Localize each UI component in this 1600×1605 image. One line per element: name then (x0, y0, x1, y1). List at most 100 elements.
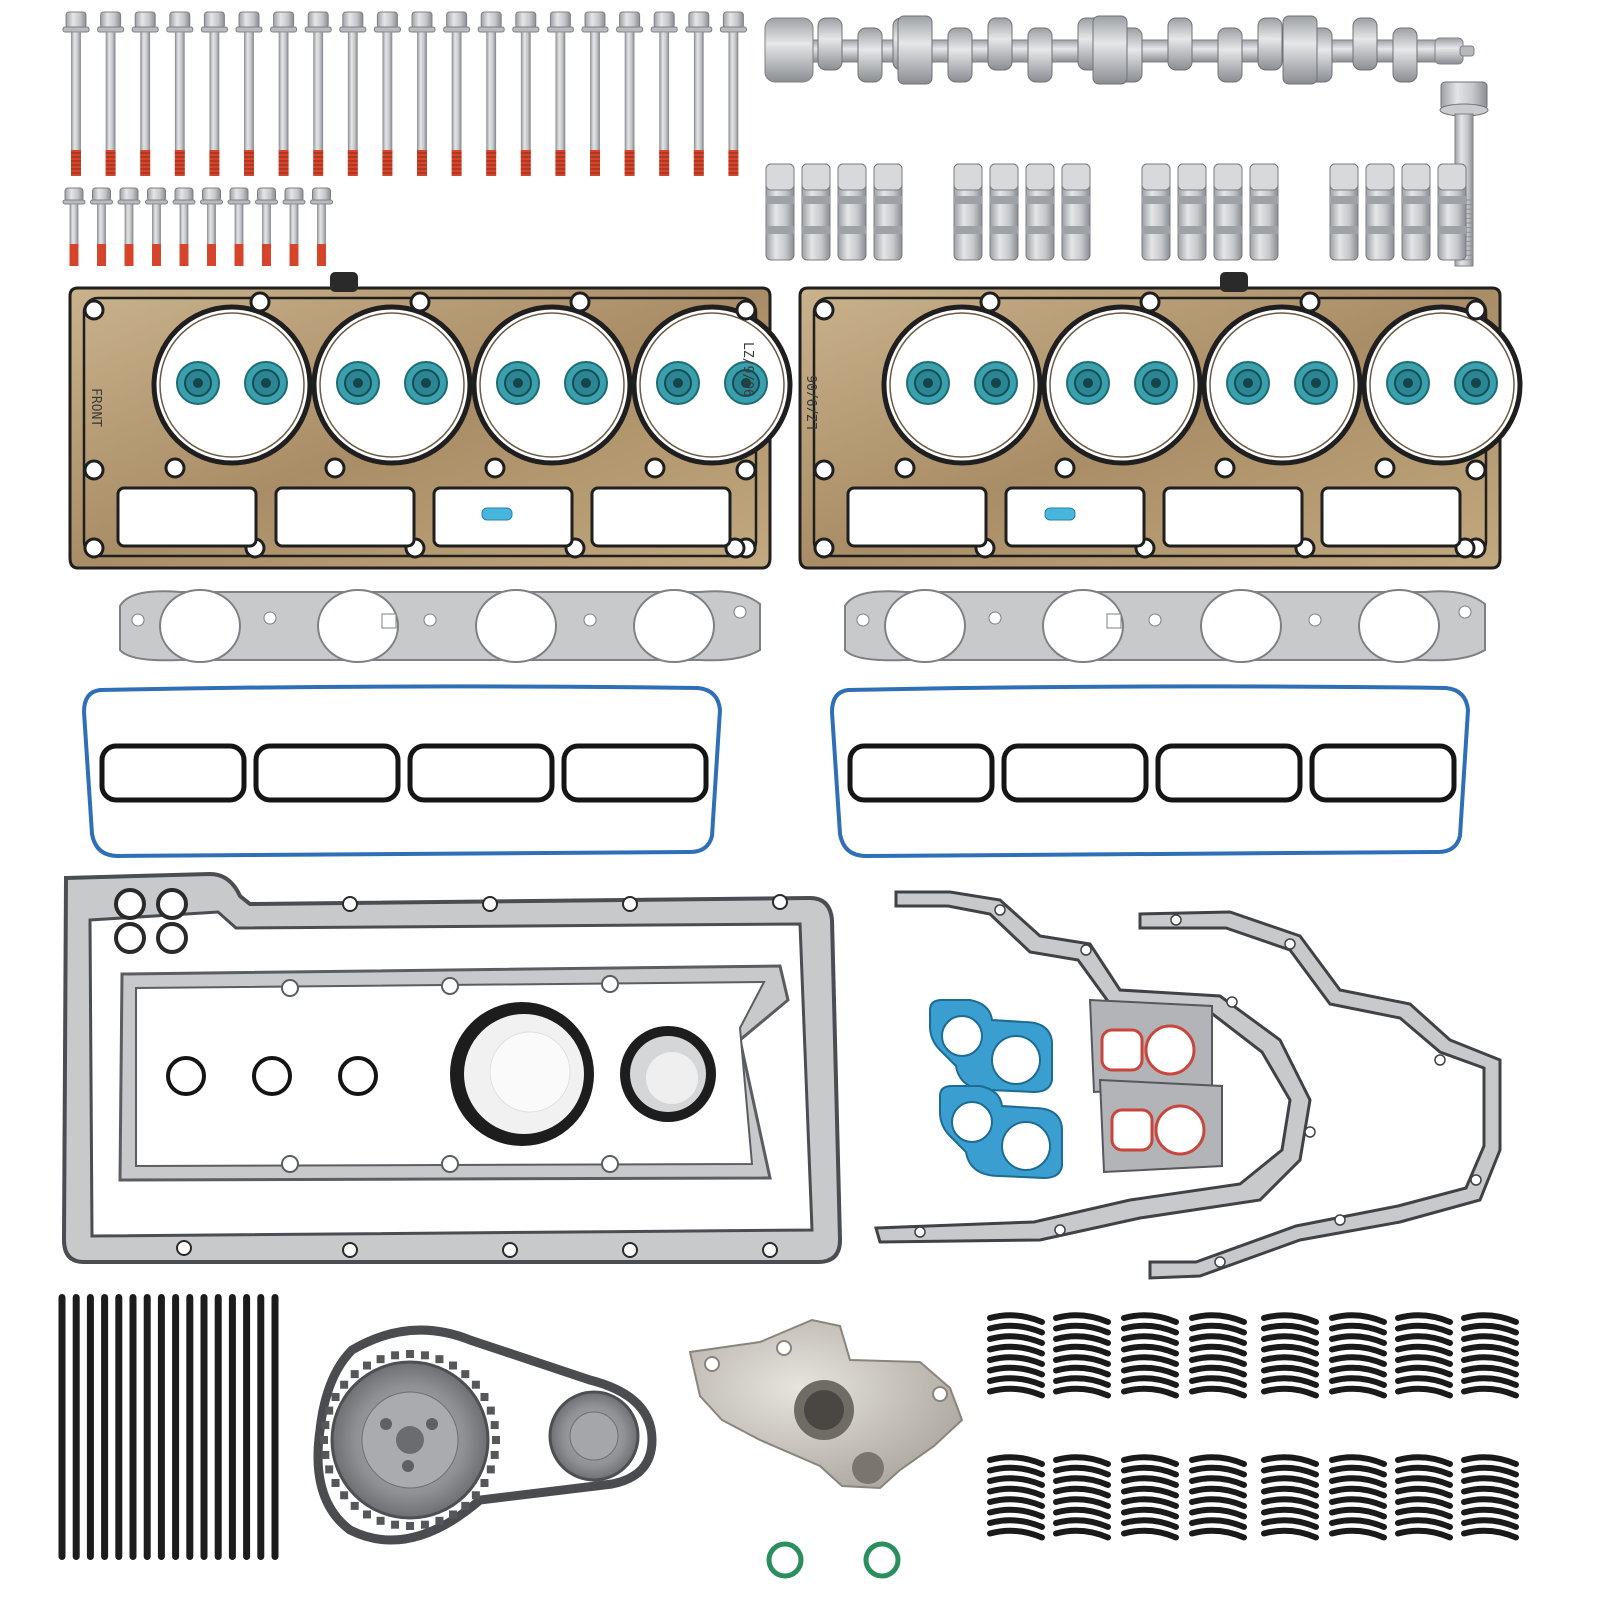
gasket-body (119, 590, 761, 662)
valve-spring (1261, 1454, 1319, 1541)
valve-stem-seal (1386, 361, 1430, 405)
head-bolt (97, 11, 125, 176)
pushrod (228, 1294, 236, 1560)
bolt-hole (601, 1155, 619, 1173)
head-bolt (616, 11, 644, 176)
valve-stem-seal (244, 361, 288, 405)
head-bolt (304, 11, 332, 176)
bolt-hole (83, 537, 105, 559)
bolt-hole (813, 299, 835, 321)
bolt-hole (502, 1242, 518, 1258)
stamp-part-text: LZ/9/06 (740, 342, 755, 397)
head-bolt (477, 11, 505, 176)
stamp-part-text-right: LZ/9/06 (806, 375, 821, 430)
bolt-hole (988, 611, 1002, 625)
valve-cover-seal (81, 684, 723, 859)
bolt-hole (164, 457, 186, 479)
bolt-hole (622, 1242, 638, 1258)
lifter (801, 163, 831, 261)
pushrods (58, 1294, 279, 1560)
exhaust-port (884, 589, 966, 663)
bolt-hole (894, 457, 916, 479)
valve-stem-seal (1226, 361, 1270, 405)
cylinder-bore (1361, 304, 1523, 466)
lifter (1213, 163, 1243, 261)
cylinder-bore (311, 304, 473, 466)
bolt-hole (813, 537, 835, 559)
pushrod (243, 1294, 251, 1560)
bolt-hole (979, 291, 1001, 313)
bolt-hole (484, 457, 506, 479)
pushrod (115, 1294, 123, 1560)
timing-cover-gasket (874, 890, 1312, 1244)
pushrod (72, 1294, 80, 1560)
head-bolt (443, 11, 471, 176)
head-bolt-short (145, 187, 168, 266)
exhaust-port (1358, 589, 1440, 663)
valve-stem-seal (906, 361, 950, 405)
bolt-hole (83, 299, 105, 321)
timing-chain (313, 1325, 657, 1545)
oil-pump-o-ring (766, 1541, 804, 1579)
bolt-hole (733, 605, 747, 619)
pushrod (214, 1294, 222, 1560)
timing-chain-set (313, 1325, 657, 1545)
head-bolt-short (227, 187, 251, 266)
valve-spring (1189, 1312, 1247, 1399)
bolt-hole (1148, 613, 1162, 627)
coolant-window (274, 486, 416, 548)
bolt-hole (932, 1386, 948, 1402)
timing-cover-gaskets (874, 890, 1502, 1280)
cam-lobe (817, 17, 843, 71)
spark-plug-seal (1155, 743, 1303, 803)
spark-plug-seal (407, 743, 555, 803)
cam-lobe (1217, 27, 1243, 83)
head-gasket-left (68, 272, 793, 570)
pushrod (86, 1294, 94, 1560)
spark-plug-seal (253, 743, 401, 803)
intake-manifold-gaskets (1088, 998, 1223, 1174)
cylinder-bore (631, 304, 793, 466)
bolt-hole (409, 291, 431, 313)
head-bolt-short (310, 187, 333, 266)
exhaust-manifold-gasket-left (119, 589, 761, 663)
valve-spring (1053, 1454, 1111, 1541)
head-bolt-short (282, 187, 306, 266)
gasket-tab (330, 272, 358, 292)
spark-plug-seal (99, 743, 247, 803)
bolt-hole (1299, 291, 1321, 313)
valve-cover-seal (829, 684, 1471, 859)
bolt-hole (622, 896, 638, 912)
bolt-hole (1458, 605, 1472, 619)
bolt-hole (1226, 996, 1238, 1008)
lifter (1365, 163, 1395, 261)
bolt-hole (704, 1356, 720, 1372)
bolt-hole (281, 979, 299, 997)
bolt-hole (324, 457, 346, 479)
valve-stem-seal (656, 361, 700, 405)
pushrod (257, 1294, 265, 1560)
head-bolt (339, 11, 367, 176)
valve-stem-seal (974, 361, 1018, 405)
cam-lobe (947, 27, 973, 83)
bolt-hole (813, 459, 835, 481)
bolt-hole (994, 904, 1006, 916)
bolt-hole (1170, 914, 1182, 926)
oil-port (114, 888, 146, 920)
bolt-hole (1465, 459, 1487, 481)
camshaft-nose (764, 17, 814, 83)
exhaust-port (633, 589, 715, 663)
lifter (1401, 163, 1431, 261)
valve-spring (1189, 1454, 1247, 1541)
bolt-hole (1434, 1054, 1446, 1066)
coolant-window (116, 486, 258, 548)
valve-stem-seal (176, 361, 220, 405)
exhaust-port (475, 589, 557, 663)
bolt-hole (1470, 1174, 1482, 1186)
lifter (873, 163, 903, 261)
valve-spring (1395, 1454, 1453, 1541)
valve-stem-seal (336, 361, 380, 405)
head-bolt (373, 11, 401, 176)
o-ring (252, 1056, 292, 1096)
